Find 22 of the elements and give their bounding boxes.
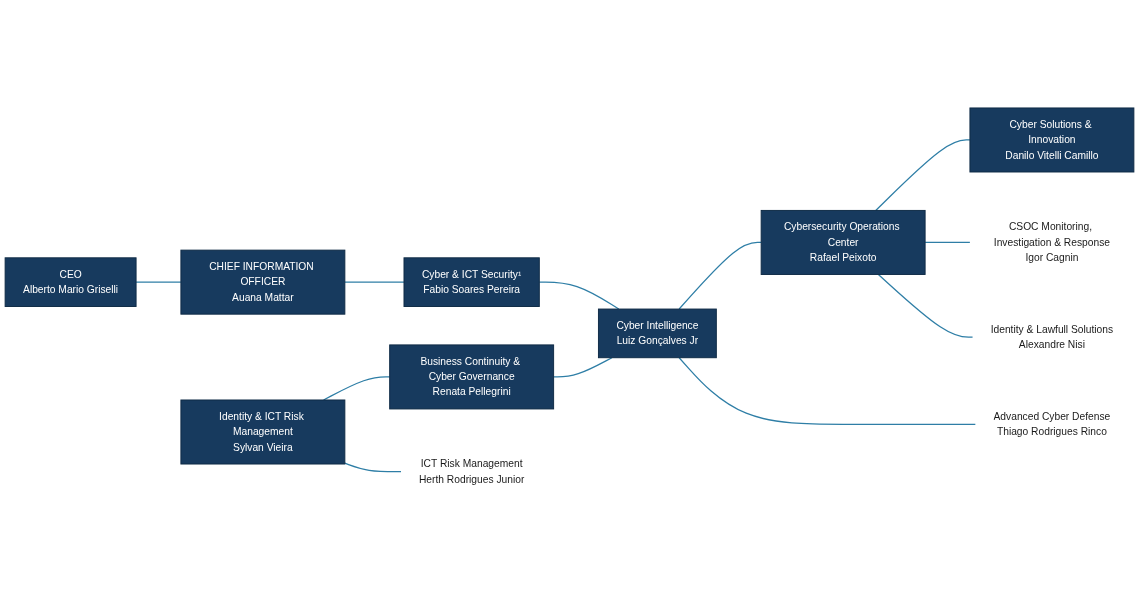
node-box: Cyber Intelligence Luiz Gonçalves Jr — [597, 308, 717, 359]
node-text: ICT Risk Management Herth Rodrigues Junior — [418, 458, 525, 485]
node-box: CHIEF INFORMATION OFFICER Auana Mattar — [180, 249, 346, 315]
node-box: Identity & ICT Risk Management Sylvan Vieira — [180, 399, 346, 465]
node-box: CEO Alberto Mario Griselli — [4, 257, 137, 307]
connector — [344, 281, 405, 283]
connector — [538, 281, 620, 310]
connector — [877, 273, 974, 338]
node-box: Cyber Solutions & Innovation Danilo Vitelli Camillo — [969, 107, 1135, 173]
connector — [678, 357, 977, 425]
connector — [924, 241, 971, 244]
node-box: Cyber & ICT Security¹ Fabio Soares Pereira — [403, 257, 540, 307]
connector — [553, 357, 613, 378]
connector — [344, 462, 402, 473]
node-box: Cybersecurity Operations Center Rafael Peixoto — [760, 209, 926, 275]
connector — [875, 139, 971, 212]
node-box: Business Continuity & Cyber Governance Renata Pellegrini — [389, 344, 555, 410]
connector — [135, 281, 182, 283]
connector — [678, 241, 762, 310]
node-text: CSOC Monitoring, Investigation & Response Igor Cagnin — [993, 221, 1110, 263]
node-text: Identity & Lawfull Solutions Alexandre Nisi — [990, 323, 1114, 351]
node-text: Advanced Cyber Defense Thiago Rodrigues Rinco — [993, 410, 1111, 438]
